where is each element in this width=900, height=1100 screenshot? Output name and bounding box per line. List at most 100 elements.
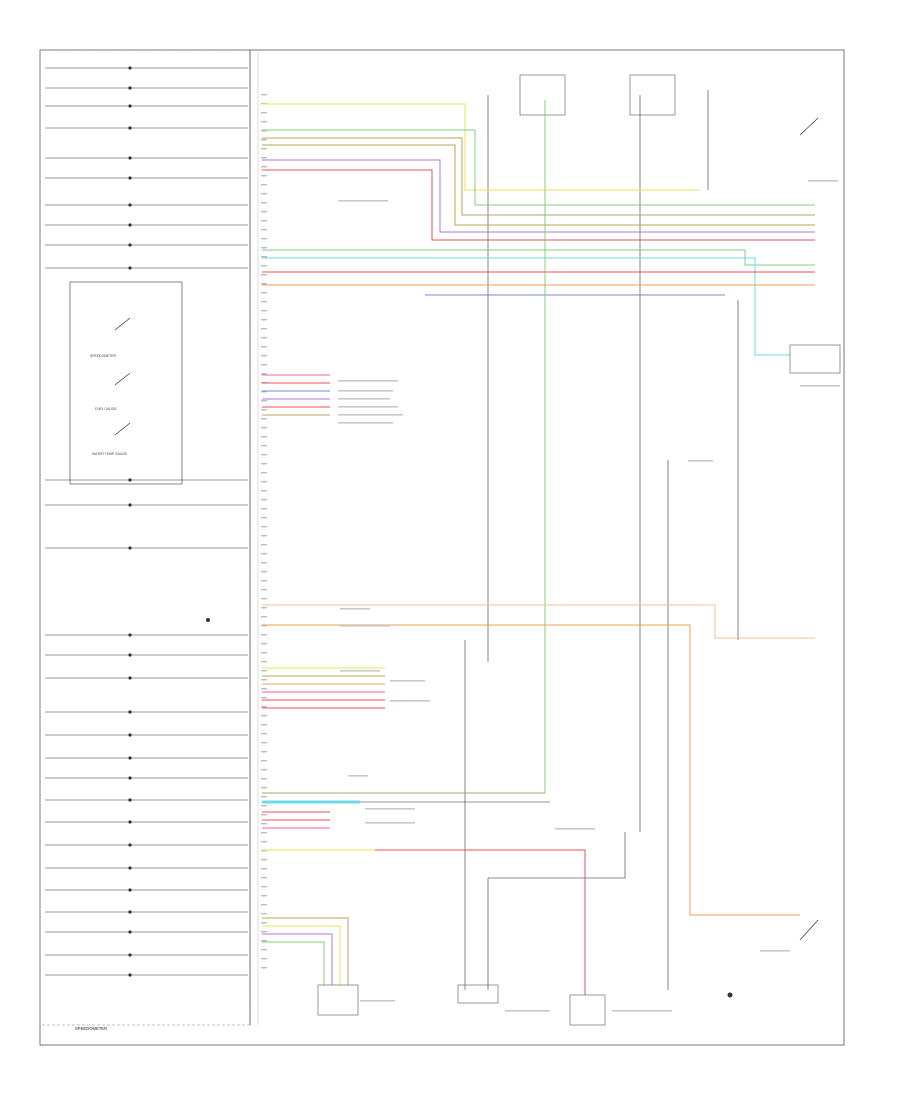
speedometer-label: SPEEDOMETER <box>90 354 117 358</box>
pin-tick <box>261 841 267 843</box>
label-bar <box>338 380 398 382</box>
terminal-dot <box>128 710 132 714</box>
label-bar <box>348 775 368 777</box>
pin-tick <box>261 715 267 717</box>
terminal-dot <box>128 866 132 870</box>
pin-tick <box>261 643 267 645</box>
gauge-switch-2 <box>114 372 131 386</box>
pin-tick <box>261 328 267 330</box>
terminal-dot <box>128 910 132 914</box>
terminal-dot <box>128 126 132 130</box>
pin-tick <box>261 319 267 321</box>
terminal-dot <box>128 973 132 977</box>
pin-tick <box>261 733 267 735</box>
pin-tick <box>261 823 267 825</box>
relay-2 <box>629 74 676 116</box>
label-bar <box>338 422 393 424</box>
pin-tick <box>261 472 267 474</box>
wire-olive-2 <box>262 144 815 226</box>
diagram-frame <box>39 49 845 1046</box>
pin-tick <box>261 454 267 456</box>
terminal-dot <box>128 546 132 550</box>
pin-tick <box>261 391 267 393</box>
terminal-dot <box>128 798 132 802</box>
pin-tick <box>261 553 267 555</box>
terminal-dot <box>128 104 132 108</box>
gauge-switch-1 <box>114 317 131 331</box>
pin-tick <box>261 877 267 879</box>
fuel-gauge-label: FUEL GAUGE <box>95 407 117 411</box>
terminal-dot <box>128 676 132 680</box>
pin-tick <box>261 508 267 510</box>
pin-tick <box>261 940 267 942</box>
relay-1 <box>519 74 566 116</box>
pin-tick <box>261 778 267 780</box>
pin-tick <box>261 94 267 96</box>
terminal-dot <box>128 503 132 507</box>
pin-tick <box>261 967 267 969</box>
pin-tick <box>261 283 267 285</box>
terminal-dot <box>128 66 132 70</box>
pin-tick <box>261 292 267 294</box>
wire-red-low <box>375 849 586 995</box>
pin-tick <box>261 517 267 519</box>
pin-tick <box>261 427 267 429</box>
terminal-dot <box>128 203 132 207</box>
pin-tick <box>261 859 267 861</box>
wire-cyan <box>262 257 790 356</box>
gauge-box <box>69 281 183 485</box>
pin-tick <box>261 580 267 582</box>
label-bar <box>338 414 403 416</box>
pin-tick <box>261 238 267 240</box>
pin-tick <box>261 337 267 339</box>
pin-tick <box>261 364 267 366</box>
bottom-connector <box>317 984 359 1016</box>
pin-tick <box>261 265 267 267</box>
pin-tick <box>261 913 267 915</box>
wire-purple <box>262 159 815 233</box>
bottom-connector-2 <box>457 984 499 1004</box>
wire-c4 <box>262 941 325 985</box>
label-bar <box>365 822 415 824</box>
pin-tick <box>261 895 267 897</box>
pin-tick <box>261 958 267 960</box>
pin-tick <box>261 184 267 186</box>
pin-tick <box>261 193 267 195</box>
pin-tick <box>261 544 267 546</box>
label-bar <box>338 200 388 202</box>
terminal-dot <box>128 733 132 737</box>
wire-c3 <box>262 933 333 985</box>
pin-tick <box>261 436 267 438</box>
pin-tick <box>261 157 267 159</box>
terminal-dot <box>128 653 132 657</box>
pin-tick <box>261 922 267 924</box>
pin-tick <box>261 490 267 492</box>
pin-tick <box>261 868 267 870</box>
pin-tick <box>261 301 267 303</box>
pin-tick <box>261 526 267 528</box>
wire-olive <box>262 137 815 216</box>
label-bar <box>338 406 398 408</box>
terminal-dot <box>128 633 132 637</box>
pin-tick <box>261 832 267 834</box>
switch-icon <box>799 117 819 136</box>
terminal-dot <box>128 223 132 227</box>
pin-tick <box>261 166 267 168</box>
pin-tick <box>261 535 267 537</box>
pin-tick <box>261 796 267 798</box>
pin-tick <box>261 931 267 933</box>
pin-tick <box>261 652 267 654</box>
pin-tick <box>261 400 267 402</box>
pin-tick <box>261 499 267 501</box>
pin-tick <box>261 373 267 375</box>
ground-icon-2 <box>206 618 210 622</box>
pin-tick <box>261 805 267 807</box>
pin-tick <box>261 256 267 258</box>
pin-tick <box>261 670 267 672</box>
terminal-dot <box>128 953 132 957</box>
pin-tick <box>261 751 267 753</box>
wire-green <box>262 129 815 206</box>
wire-lightorange <box>262 604 815 639</box>
pin-tick <box>261 787 267 789</box>
